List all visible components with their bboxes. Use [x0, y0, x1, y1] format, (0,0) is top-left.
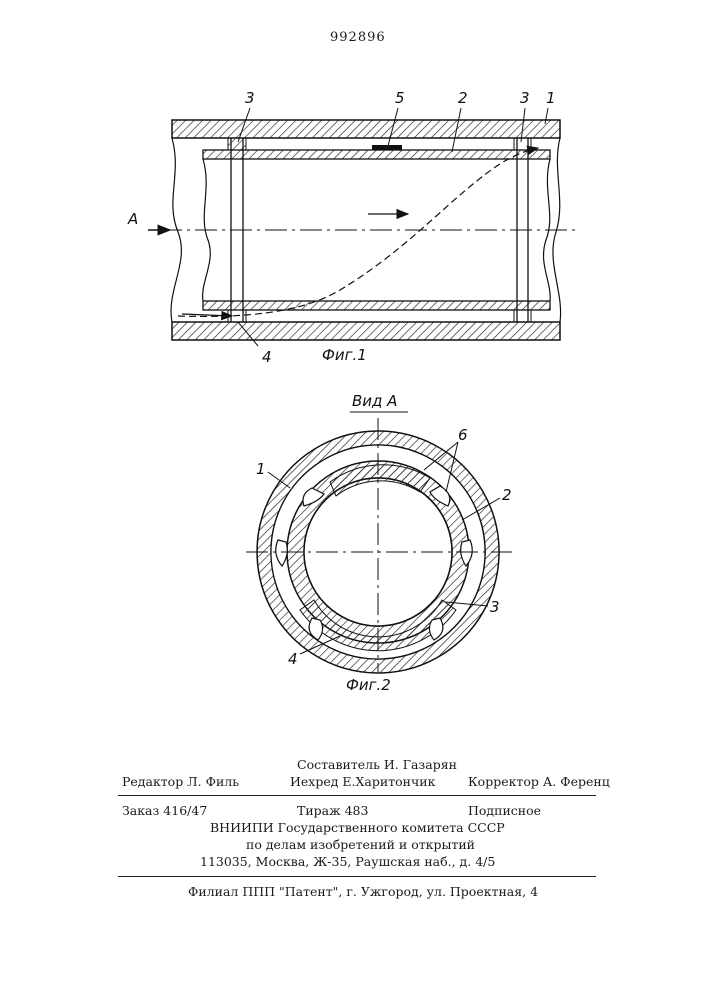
techred-line: Иехред Е.Харитончик: [290, 774, 435, 789]
figure-1-caption: Фиг.1: [322, 346, 367, 364]
label-3-right: 3: [520, 89, 530, 107]
outer-pipe-top-wall: [172, 120, 560, 138]
corrector-line: Корректор А. Ференц: [468, 774, 610, 789]
label-2: 2: [458, 89, 468, 107]
liner-top-wall: [203, 150, 550, 159]
sensor-element-5: [372, 145, 402, 150]
ring-top-left-block: [228, 138, 246, 150]
figure-2-caption: Фиг.2: [346, 676, 391, 694]
figure-2-title: Вид А: [352, 392, 397, 410]
subscription-line: Подписное: [468, 803, 541, 818]
label-1: 1: [546, 89, 556, 107]
circulation-line: Тираж 483: [297, 803, 368, 818]
label-5: 5: [395, 89, 405, 107]
f2-label-3: 3: [490, 598, 500, 616]
view-arrow-label: А: [127, 210, 138, 228]
compiler-line: Составитель И. Газарян: [297, 757, 457, 772]
branch-line: Филиал ППП "Патент", г. Ужгород, ул. Про…: [188, 884, 538, 899]
outer-pipe-bottom-wall: [172, 322, 560, 340]
label-4: 4: [262, 348, 272, 366]
label-3-left: 3: [245, 89, 255, 107]
figure-1-section: А 3 5 2 3 1 4 Фиг.1: [127, 89, 578, 366]
figure-2-section: Вид А 1 6 2 3 4 Фиг.2: [246, 392, 512, 694]
liner-bottom-wall: [203, 301, 550, 310]
separator-1: [118, 795, 596, 796]
order-line: Заказ 416/47: [122, 803, 207, 818]
separator-2: [118, 876, 596, 877]
f2-label-6: 6: [458, 426, 468, 444]
address-line: 113035, Москва, Ж-35, Раушская наб., д. …: [200, 854, 495, 869]
f2-label-2: 2: [502, 486, 512, 504]
editor-line: Редактор Л. Филь: [122, 774, 239, 789]
f2-label-4: 4: [288, 650, 298, 668]
flow-trajectory: [178, 148, 538, 316]
organisation-line-2: по делам изобретений и открытий: [246, 837, 475, 852]
organisation-line-1: ВНИИПИ Государственного комитета СССР: [210, 820, 505, 835]
f2-label-1: 1: [256, 460, 266, 478]
